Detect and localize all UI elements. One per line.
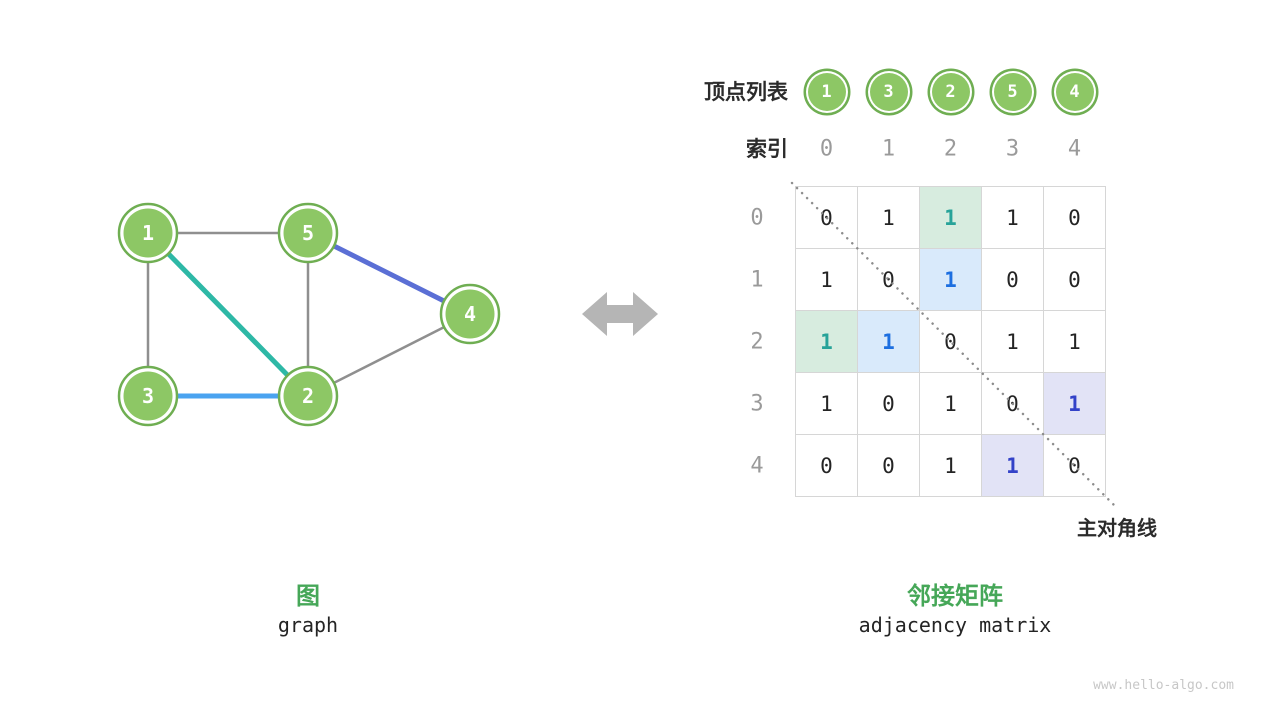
matrix-cell-1-2: 1 — [920, 249, 981, 310]
col-index-3: 3 — [1005, 136, 1020, 162]
svg-text:4: 4 — [464, 302, 476, 326]
matrix-cell-4-2: 1 — [920, 435, 981, 496]
row-index-3: 3 — [750, 391, 764, 416]
matrix-cell-1-4: 0 — [1044, 249, 1105, 310]
matrix-cell-0-0: 0 — [796, 187, 857, 248]
matrix-cell-2-1: 1 — [858, 311, 919, 372]
main-diagonal-label: 主对角线 — [1077, 516, 1157, 540]
graph-node-1: 1 — [117, 202, 179, 264]
graph-edge-5-4 — [305, 230, 473, 317]
matrix-cell-4-4: 0 — [1044, 435, 1105, 496]
svg-text:5: 5 — [302, 221, 314, 245]
graph-edge-2-4 — [306, 312, 472, 398]
matrix-cell-3-2: 1 — [920, 373, 981, 434]
svg-text:3: 3 — [142, 384, 154, 408]
matrix-cell-2-4: 1 — [1044, 311, 1105, 372]
col-index-1: 1 — [881, 136, 896, 162]
matrix-cell-3-3: 0 — [982, 373, 1043, 434]
left-caption-subtitle: graph — [277, 613, 339, 637]
svg-text:1: 1 — [142, 221, 154, 245]
vertex-list-label: 顶点列表 — [704, 80, 788, 104]
svg-text:2: 2 — [302, 384, 314, 408]
vertex-list-node-3: 3 — [869, 73, 908, 111]
matrix-cell-1-1: 0 — [858, 249, 919, 310]
index-label: 索引 — [746, 137, 788, 161]
left-caption-title: 图 — [296, 582, 320, 610]
vertex-list-node-2: 2 — [931, 73, 970, 111]
matrix-cell-1-3: 0 — [982, 249, 1043, 310]
matrix-cell-4-1: 0 — [858, 435, 919, 496]
matrix-cell-0-1: 1 — [858, 187, 919, 248]
matrix-cell-3-1: 0 — [858, 373, 919, 434]
matrix-cell-0-4: 0 — [1044, 187, 1105, 248]
matrix-cell-2-2: 0 — [920, 311, 981, 372]
graph-edge-1-2 — [145, 230, 311, 399]
vertex-list-node-5: 5 — [993, 73, 1032, 111]
row-index-2: 2 — [750, 329, 764, 354]
watermark: www.hello-algo.com — [1093, 678, 1234, 693]
col-index-2: 2 — [943, 136, 958, 162]
right-caption-title: 邻接矩阵 — [907, 582, 1003, 610]
right-caption-subtitle: adjacency matrix — [858, 613, 1052, 637]
row-index-1: 1 — [750, 267, 764, 292]
row-index-0: 0 — [750, 205, 764, 230]
double-arrow-icon — [582, 292, 658, 336]
vertex-list-node-1: 1 — [807, 73, 846, 111]
matrix-cell-4-0: 0 — [796, 435, 857, 496]
matrix-cell-3-4: 1 — [1044, 373, 1105, 434]
vertex-list-node-4: 4 — [1055, 73, 1094, 111]
matrix-cell-2-0: 1 — [796, 311, 857, 372]
graph-node-2: 2 — [277, 365, 339, 427]
matrix-cell-0-2: 1 — [920, 187, 981, 248]
matrix-cell-4-3: 1 — [982, 435, 1043, 496]
matrix-cell-0-3: 1 — [982, 187, 1043, 248]
matrix-cell-1-0: 1 — [796, 249, 857, 310]
graph-node-4: 4 — [439, 283, 501, 345]
graph-node-3: 3 — [117, 365, 179, 427]
col-index-4: 4 — [1067, 136, 1082, 162]
matrix-cell-2-3: 1 — [982, 311, 1043, 372]
graph-node-5: 5 — [277, 202, 339, 264]
col-index-0: 0 — [819, 136, 834, 162]
row-index-4: 4 — [750, 453, 764, 478]
matrix-cell-3-0: 1 — [796, 373, 857, 434]
